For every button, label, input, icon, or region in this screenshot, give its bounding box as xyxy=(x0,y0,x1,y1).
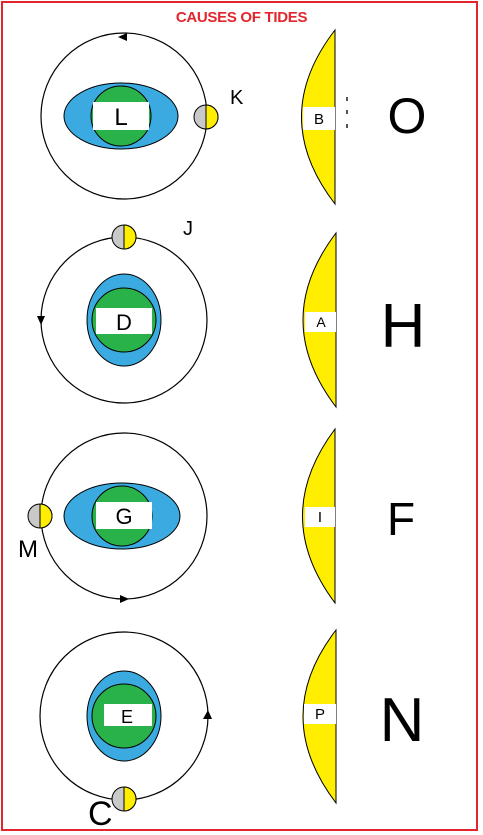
moon xyxy=(27,503,53,529)
earth-label: D xyxy=(116,310,132,335)
moon-lit-side xyxy=(123,224,137,250)
earth-label-box xyxy=(104,704,152,726)
earth-label: E xyxy=(121,707,133,727)
moon-lit-side xyxy=(205,104,219,130)
orbit-direction-arrow xyxy=(120,595,129,603)
earth-label-box xyxy=(96,308,152,334)
tide-label: O xyxy=(388,88,427,144)
bulge-label: I xyxy=(318,509,322,526)
tide-label: F xyxy=(387,493,415,545)
moon-label: K xyxy=(230,87,244,109)
bulge-label-box xyxy=(303,107,335,130)
diagram-title: CAUSES OF TIDES xyxy=(175,9,308,26)
moon xyxy=(111,786,137,812)
orbit-direction-arrow xyxy=(37,316,45,325)
moon xyxy=(193,104,219,130)
bulge-label: A xyxy=(316,314,326,330)
earth-label: L xyxy=(114,104,127,131)
bulge-label-box xyxy=(305,312,336,332)
moon-lit-side xyxy=(123,786,137,812)
moon-label: C xyxy=(88,795,113,833)
bulge-label-box xyxy=(304,704,336,724)
panel-2: D J A H xyxy=(37,218,426,409)
orbit-direction-arrow xyxy=(203,710,212,719)
panel-1: L K B O xyxy=(40,28,427,206)
moon-label: J xyxy=(183,218,193,240)
tide-label: H xyxy=(381,292,426,361)
tide-label: N xyxy=(380,686,425,755)
bulge-label: P xyxy=(315,706,325,723)
panel-3: G M I F xyxy=(18,427,415,605)
moon-label: M xyxy=(18,536,38,563)
panel-4: E C P N xyxy=(39,628,425,833)
earth-label-box xyxy=(96,502,152,529)
earth-label: G xyxy=(115,504,132,529)
earth-label-box xyxy=(93,102,149,130)
cut-off-text-marks xyxy=(346,97,348,128)
bulge-label-box xyxy=(305,507,335,527)
moon xyxy=(111,224,137,250)
moon-lit-side xyxy=(39,503,53,529)
orbit-direction-arrow xyxy=(118,33,127,41)
bulge-label: B xyxy=(314,111,324,128)
